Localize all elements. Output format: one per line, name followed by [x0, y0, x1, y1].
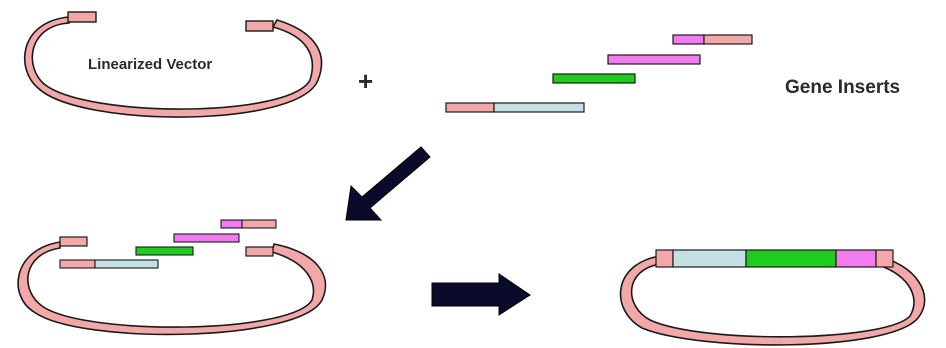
- vector-overlap-left: [67, 11, 97, 23]
- insert-1: [445, 102, 585, 113]
- arrow-right-icon: [431, 273, 531, 316]
- mixture-insert-2: [135, 246, 194, 256]
- construct-seg-insert-3: [835, 249, 877, 268]
- insert-3: [607, 54, 701, 65]
- mixture-insert-1: [59, 259, 159, 269]
- insert-2: [552, 73, 636, 84]
- construct-backbone: [619, 255, 926, 346]
- vector-backbone: [24, 16, 323, 118]
- mixture-insert-4: [220, 219, 277, 229]
- linearized-vector: Linearized Vector: [24, 11, 323, 118]
- mixture-insert-3: [173, 233, 240, 243]
- gene-inserts: Gene Inserts: [445, 34, 900, 113]
- plus-sign: +: [358, 66, 373, 96]
- construct-seg-right-overlap: [875, 249, 894, 268]
- mixture-backbone: [17, 241, 327, 336]
- construct-seg-left-overlap: [655, 249, 674, 268]
- assembly-mixture: [17, 219, 327, 336]
- assembled-construct: [619, 249, 926, 346]
- mixture-overlap-left: [59, 236, 88, 247]
- arrow-down-left-icon: [345, 146, 431, 221]
- inserts-label: Gene Inserts: [785, 77, 900, 98]
- construct-seg-insert-2: [745, 249, 837, 268]
- vector-overlap-right: [245, 20, 274, 32]
- construct-seg-insert-1: [672, 249, 747, 268]
- vector-label: Linearized Vector: [88, 56, 212, 73]
- mixture-overlap-right: [245, 246, 274, 257]
- insert-4: [672, 34, 753, 45]
